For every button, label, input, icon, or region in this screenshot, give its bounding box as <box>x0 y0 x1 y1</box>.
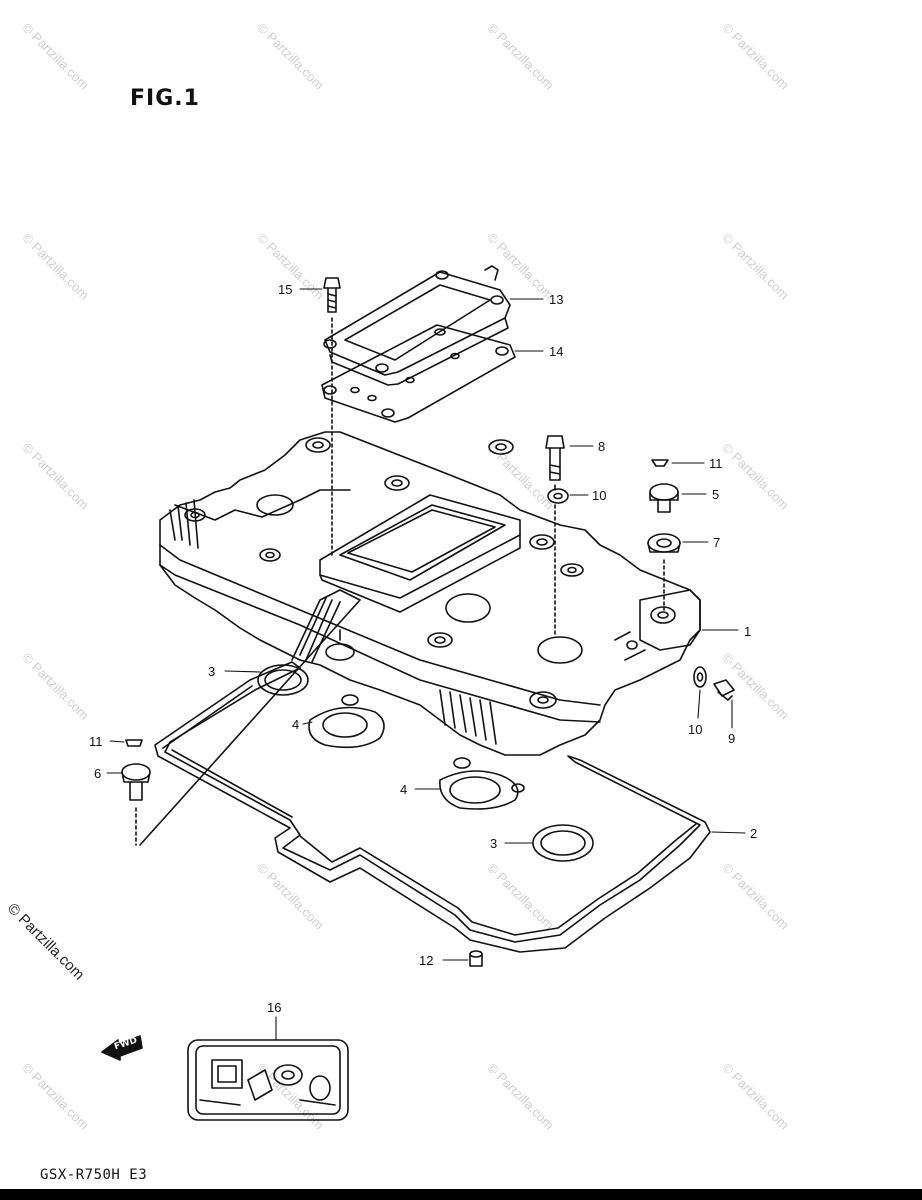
callout-12: 12 <box>419 953 433 968</box>
cover-bolt-part-6 <box>121 763 151 846</box>
breather-gasket-part-14 <box>321 324 516 423</box>
washer-part-10-lower <box>693 666 707 688</box>
callout-labels: 1 2 3 3 4 4 5 6 7 8 9 10 10 11 11 12 13 … <box>89 282 757 1015</box>
callout-10-lower: 10 <box>688 722 702 737</box>
forward-direction-marker: FWD <box>100 1036 142 1060</box>
model-code: GSX-R750H E3 <box>40 1167 148 1183</box>
callout-16: 16 <box>267 1000 281 1015</box>
callout-5: 5 <box>712 487 719 502</box>
callout-9: 9 <box>728 731 735 746</box>
callout-6: 6 <box>94 766 101 781</box>
grommet-part-7 <box>647 533 681 611</box>
fwd-arrow-icon <box>101 1035 143 1061</box>
leader-lines <box>106 288 746 1041</box>
cylinder-head-cover-part-1 <box>159 431 701 756</box>
plug-gasket-part-3-lower <box>532 824 594 862</box>
gasket-set-part-16 <box>187 1039 349 1121</box>
cap-part-11 <box>651 459 669 467</box>
oval-gasket-part-4-upper <box>308 694 385 749</box>
callout-10-upper: 10 <box>592 488 606 503</box>
callout-4-upper: 4 <box>292 717 299 732</box>
callout-4-lower: 4 <box>400 782 407 797</box>
callout-15: 15 <box>278 282 292 297</box>
bolt-part-15 <box>323 277 341 556</box>
gasket-outline-part-2 <box>154 661 711 953</box>
plug-gasket-part-3-upper <box>257 664 309 696</box>
callout-3-lower: 3 <box>490 836 497 851</box>
breather-hose <box>139 589 361 846</box>
callout-11-right: 11 <box>709 456 723 471</box>
callout-2: 2 <box>750 826 757 841</box>
callout-14: 14 <box>549 344 563 359</box>
callout-13: 13 <box>549 292 563 307</box>
bolt-part-8 <box>545 435 565 491</box>
callout-1: 1 <box>744 624 751 639</box>
breather-cover-part-13 <box>323 265 511 386</box>
fwd-label: FWD <box>113 1035 139 1053</box>
callout-11-left: 11 <box>89 734 103 749</box>
callout-3-upper: 3 <box>208 664 215 679</box>
bottom-border <box>0 1189 922 1200</box>
dowel-pin-part-12 <box>469 950 483 967</box>
washer-part-10 <box>547 488 569 504</box>
callout-8: 8 <box>598 439 605 454</box>
figure-title: FIG.1 <box>130 86 200 111</box>
cap-part-11-left <box>125 739 143 747</box>
oval-gasket-part-4-lower <box>439 757 525 810</box>
bolt-part-9 <box>713 679 735 701</box>
callout-7: 7 <box>713 535 720 550</box>
cover-bolt-part-5 <box>649 483 679 513</box>
